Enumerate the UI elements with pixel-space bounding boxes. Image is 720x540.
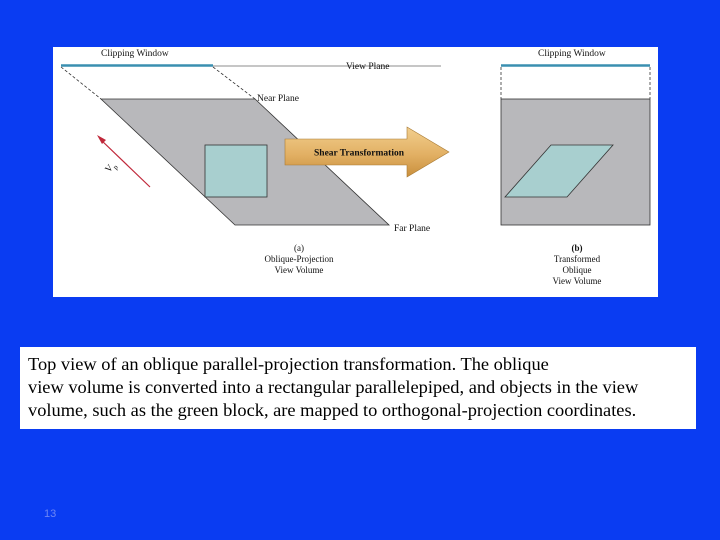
right-caption-line1: Transformed [554,254,601,264]
projection-vector-head [97,135,106,144]
view-plane-label: View Plane [346,62,390,72]
right-caption-letter: (b) [572,243,583,253]
left-clipping-window-label: Clipping Window [101,49,169,59]
far-plane-label: Far Plane [394,224,430,234]
shear-transformation-arrow [284,126,450,178]
left-caption-line1: Oblique-Projection [265,254,334,264]
right-clipping-window-label: Clipping Window [538,49,606,59]
near-plane-label: Near Plane [257,94,299,104]
caption-line-2: view volume is converted into a rectangu… [28,377,639,397]
right-caption-line2: Oblique [563,265,592,275]
left-caption-line2: View Volume [275,265,324,275]
projection-vector [99,138,151,188]
caption-box: Top view of an oblique parallel-projecti… [20,347,696,429]
caption-line-3: volume, such as the green block, are map… [28,400,637,420]
sheared-block [504,144,614,198]
caption-line-1: Top view of an oblique parallel-projecti… [28,354,549,374]
dashed-edge-right [212,66,256,100]
dashed-edge-left [60,66,102,100]
left-caption-letter: (a) [294,243,304,253]
block-left [204,144,268,198]
vector-label: Vp [104,160,120,176]
shear-transformation-label: Shear Transformation [314,149,405,159]
figure-panel: Vp Clipping Window View Plane Near Plane… [53,47,658,297]
slide-number: 13 [44,508,57,520]
projection-diagram: Vp Clipping Window View Plane Near Plane… [60,49,651,286]
right-caption-line3: View Volume [553,276,602,286]
